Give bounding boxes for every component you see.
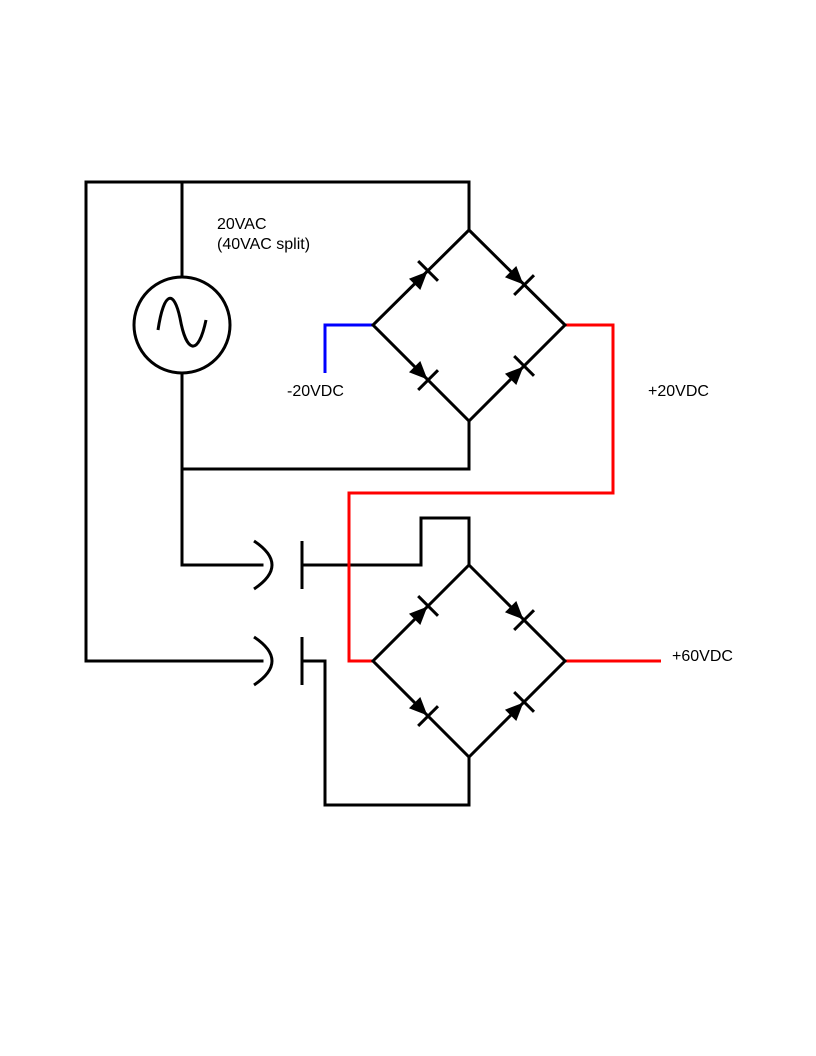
negative-output-label: -20VDC <box>287 383 344 400</box>
source-bottom-wire <box>180 370 471 471</box>
wiring <box>84 180 471 807</box>
capacitor-icon <box>253 635 304 687</box>
positive-output-label: +20VDC <box>648 383 709 400</box>
ac-source-icon <box>132 275 232 375</box>
top-rail-wire <box>84 180 471 232</box>
bridge-rectifier-1 <box>370 227 568 424</box>
bridge-rectifier-2 <box>370 562 568 760</box>
cap1-left-wire <box>180 467 264 567</box>
left-rail-wire <box>84 180 264 663</box>
source-voltage-label: 20VAC <box>217 216 267 233</box>
capacitor-icon <box>253 539 304 591</box>
cap1-right-wire <box>300 516 471 567</box>
cap2-right-wire <box>300 659 471 807</box>
negative-output-wire <box>323 323 373 373</box>
source-note-label: (40VAC split) <box>217 236 310 253</box>
positive-link-wire <box>347 323 615 663</box>
high-output-label: +60VDC <box>672 648 733 665</box>
